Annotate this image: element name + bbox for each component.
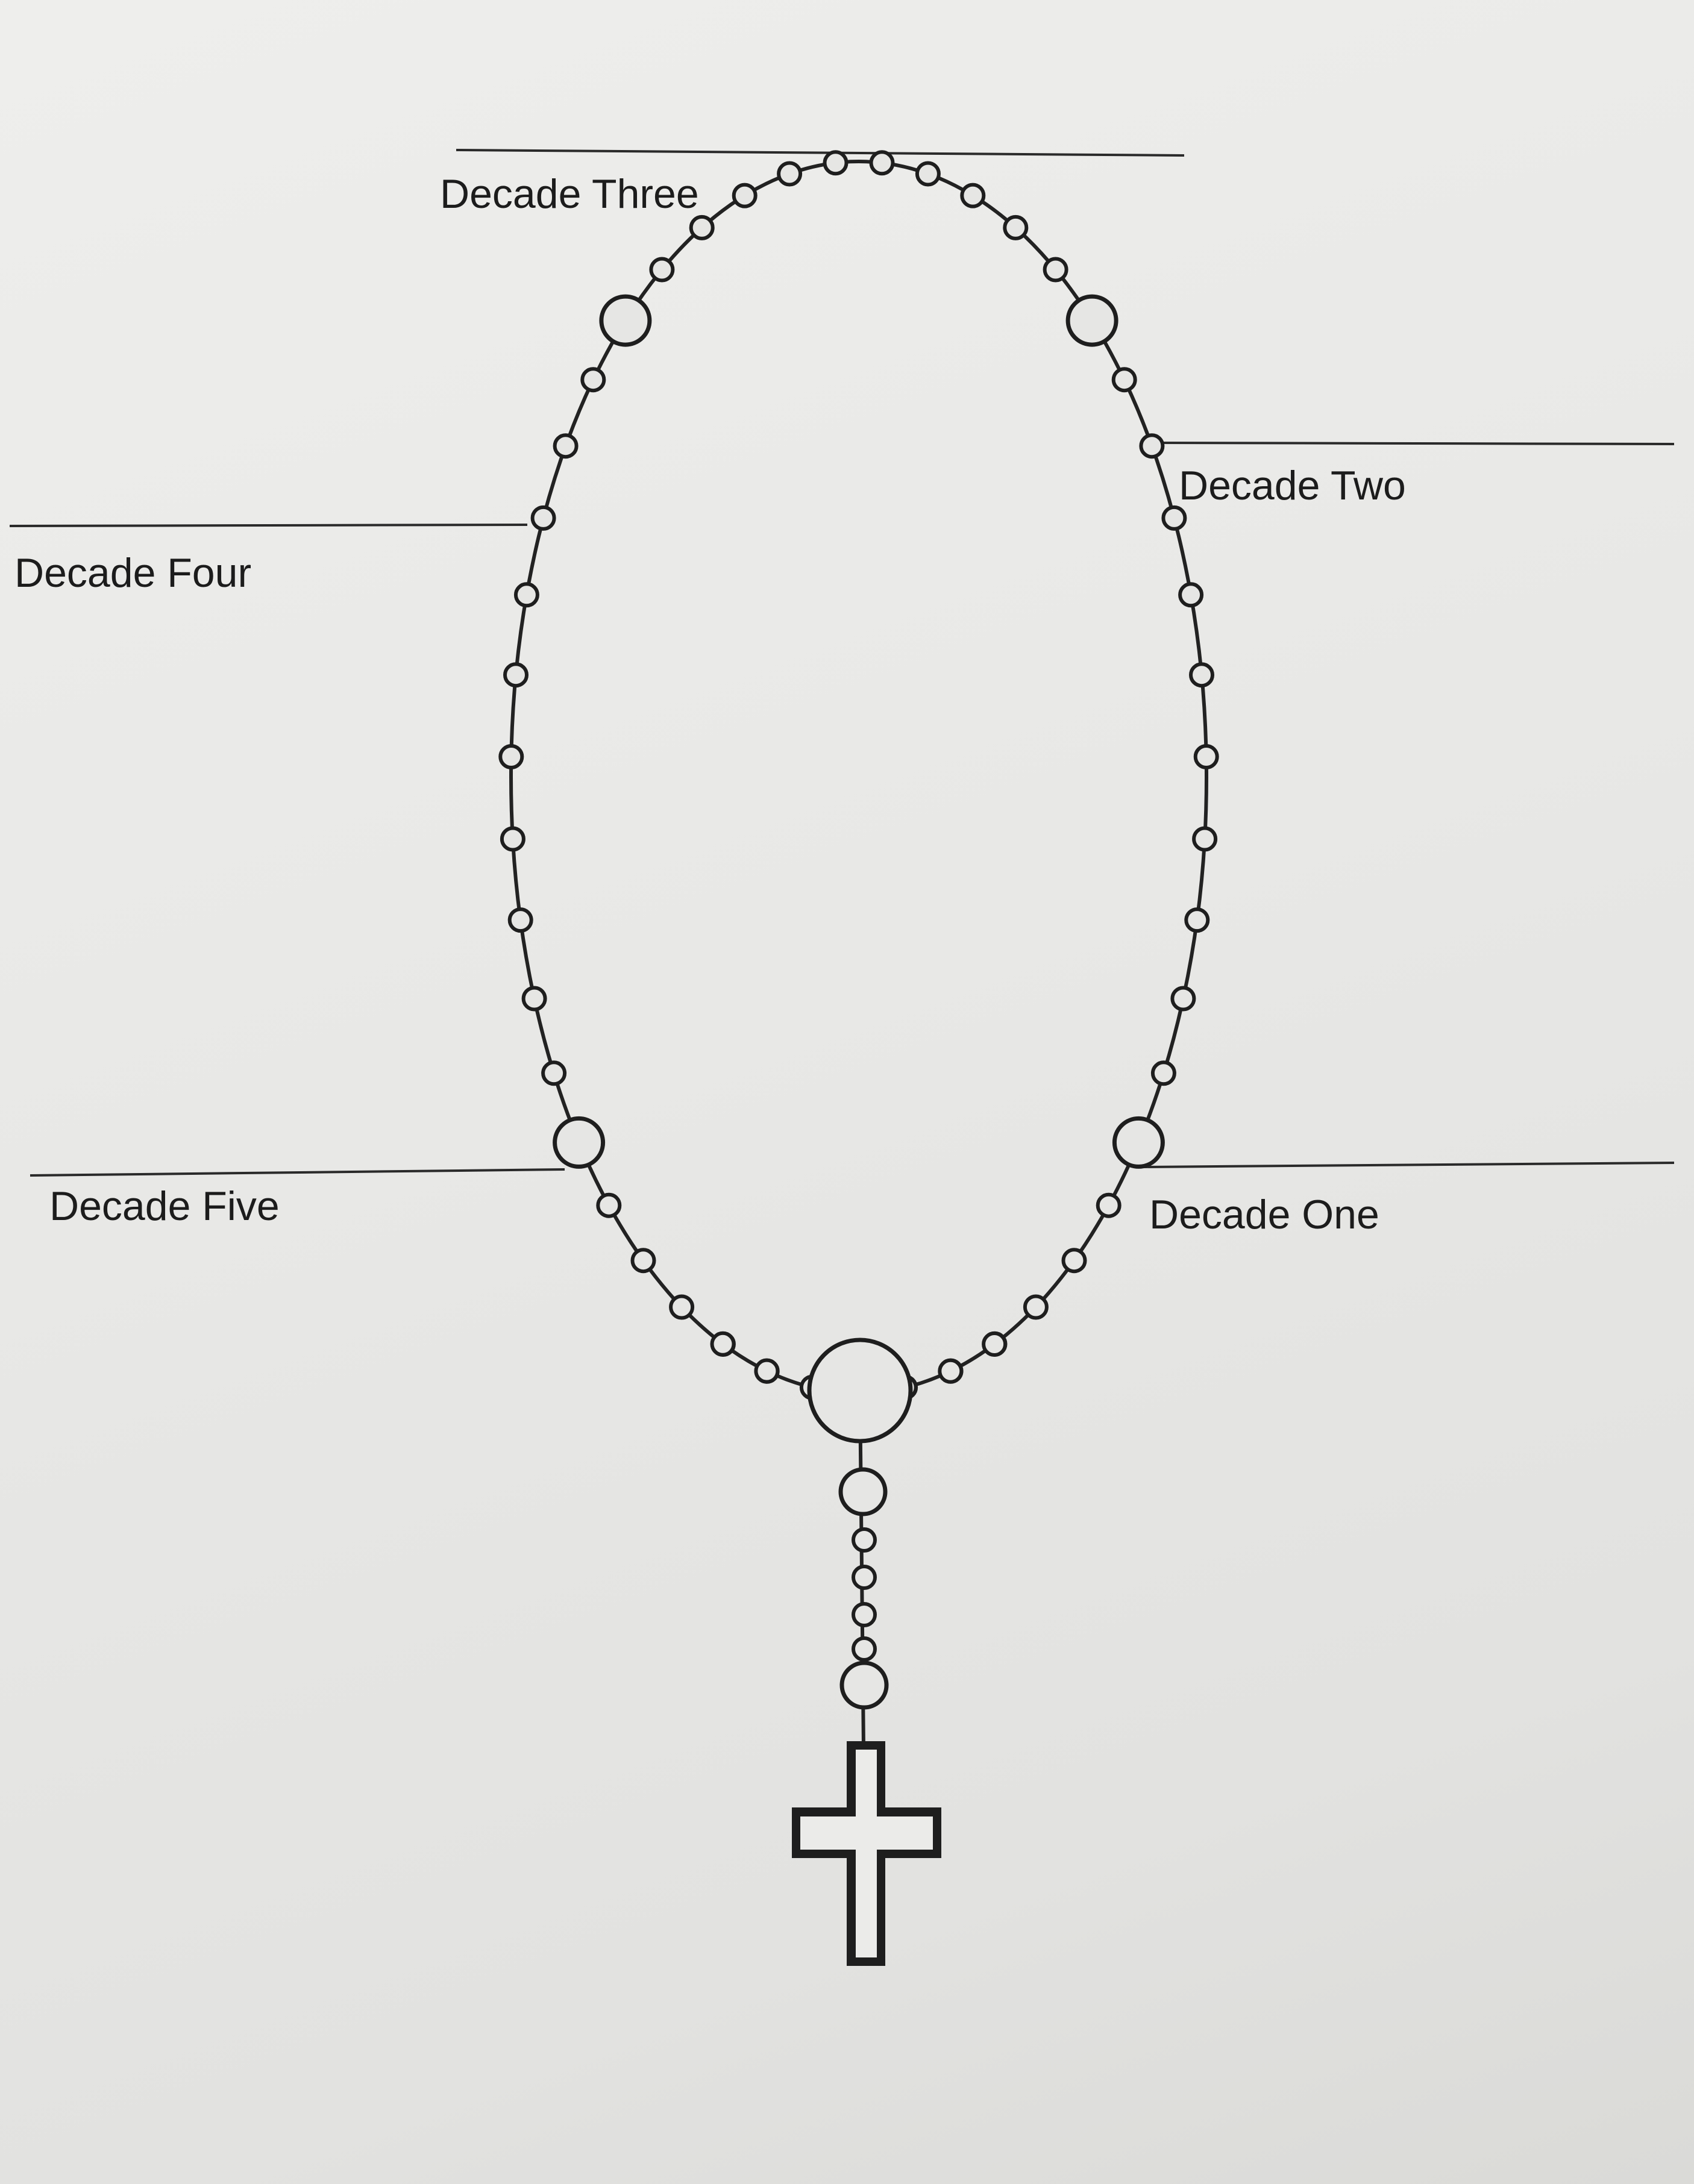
bead-large — [553, 1116, 606, 1169]
bead-large — [838, 1467, 888, 1516]
bead-large — [839, 1660, 889, 1710]
bead-small — [915, 161, 941, 187]
bead-small — [869, 150, 895, 176]
bead-small — [630, 1248, 656, 1274]
bead-large — [1065, 294, 1118, 347]
bead-small — [754, 1358, 780, 1384]
bead-small — [500, 826, 525, 852]
decade-two-label: Decade Two — [1179, 463, 1406, 508]
bead-large — [1112, 1116, 1165, 1169]
rosary-centerpiece — [807, 1338, 913, 1444]
bead-small — [541, 1060, 567, 1086]
bead-small — [1043, 257, 1068, 283]
decade-five-label: Decade Five — [49, 1183, 280, 1229]
rosary-loop-beads — [498, 150, 1219, 1406]
cross-icon — [792, 1741, 941, 1966]
decade-two-line — [1159, 442, 1675, 445]
bead-small — [1023, 1294, 1049, 1320]
decade-one-line — [1143, 1162, 1675, 1168]
bead-small — [530, 505, 556, 531]
rosary-pendant-beads — [838, 1467, 889, 1710]
bead-small — [1193, 744, 1219, 769]
bead-small — [521, 986, 547, 1012]
bead-small — [1096, 1192, 1121, 1218]
bead-small — [689, 214, 715, 240]
bead-small — [732, 183, 758, 208]
bead-small — [1150, 1060, 1176, 1086]
bead-small — [1111, 367, 1137, 393]
bead-small — [1192, 826, 1218, 852]
bead-small — [1061, 1248, 1087, 1274]
bead-small — [580, 367, 606, 393]
bead-small — [1178, 582, 1204, 608]
bead-small — [553, 433, 579, 459]
decade-three-line — [456, 149, 1185, 157]
bead-small — [1161, 505, 1187, 531]
bead-small — [596, 1192, 622, 1218]
bead-small — [513, 582, 539, 608]
bead-small — [852, 1527, 877, 1553]
decade-four-line — [9, 524, 528, 527]
decade-one-label: Decade One — [1149, 1192, 1379, 1237]
bead-small — [1139, 433, 1165, 459]
decade-four-label: Decade Four — [14, 550, 251, 596]
bead-small — [710, 1331, 736, 1357]
bead-small — [852, 1602, 877, 1627]
bead-small — [777, 161, 803, 187]
bead-large — [599, 294, 652, 347]
decade-three-label: Decade Three — [440, 171, 699, 217]
bead-small — [852, 1565, 877, 1590]
bead-small — [1189, 662, 1214, 688]
bead-small — [649, 257, 675, 283]
bead-small — [960, 183, 986, 208]
bead-small — [1184, 907, 1210, 933]
bead-small — [498, 744, 524, 769]
bead-small — [938, 1358, 964, 1384]
bead-small — [1003, 214, 1029, 240]
bead-small — [669, 1294, 695, 1320]
bead-small — [503, 662, 529, 688]
bead-small — [507, 907, 533, 933]
bead-small — [852, 1636, 877, 1662]
bead-small — [1170, 986, 1196, 1012]
decade-five-line — [30, 1168, 565, 1177]
bead-small — [823, 150, 849, 176]
bead-small — [982, 1331, 1008, 1357]
